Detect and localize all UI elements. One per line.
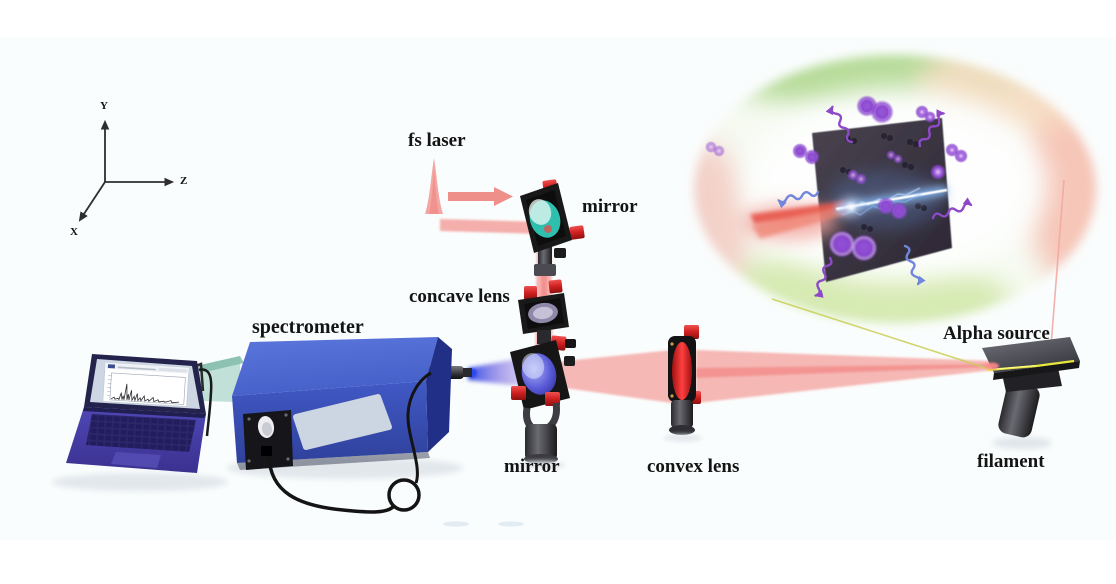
optical-fiber-cable — [267, 371, 432, 514]
axis-label-y: Y — [100, 100, 108, 112]
emission-wave-arrows — [777, 105, 973, 298]
axis-label-x: X — [70, 226, 78, 238]
spectrum-trace — [110, 383, 179, 404]
beam-direction-arrow — [448, 187, 513, 206]
laptop — [52, 354, 228, 491]
alpha-source-device — [982, 337, 1080, 449]
label-convex-lens: convex lens — [647, 456, 740, 477]
spectrometer-device — [186, 337, 463, 514]
fiber-port-panel — [243, 410, 293, 470]
convex-lens-glass — [672, 342, 692, 400]
laptop-usb-cable — [198, 368, 213, 437]
inset-content — [705, 95, 973, 298]
bottom-mirror — [510, 335, 576, 469]
inset-laser-beam — [742, 201, 849, 240]
label-filament: filament — [977, 451, 1045, 472]
label-mirror-top: mirror — [582, 196, 638, 217]
top-mirror — [520, 179, 585, 276]
excited-molecules — [705, 95, 968, 262]
label-alpha-source: Alpha source — [943, 323, 1050, 344]
table-smudges — [443, 521, 524, 527]
coordinate-axes — [78, 119, 175, 222]
label-concave-lens: concave lens — [409, 286, 510, 307]
label-spectrometer: spectrometer — [252, 316, 364, 338]
spectrometer-label-window — [293, 394, 392, 450]
convex-lens-device — [664, 325, 702, 442]
label-mirror-bottom: mirror — [504, 456, 560, 477]
fs-laser-pulse-icon — [425, 158, 443, 214]
concave-lens-device — [518, 279, 569, 344]
spectrum-software-window — [102, 362, 190, 408]
laptop-trackpad — [111, 452, 161, 468]
axis-label-z: Z — [180, 175, 188, 187]
label-fs-laser: fs laser — [408, 130, 466, 151]
